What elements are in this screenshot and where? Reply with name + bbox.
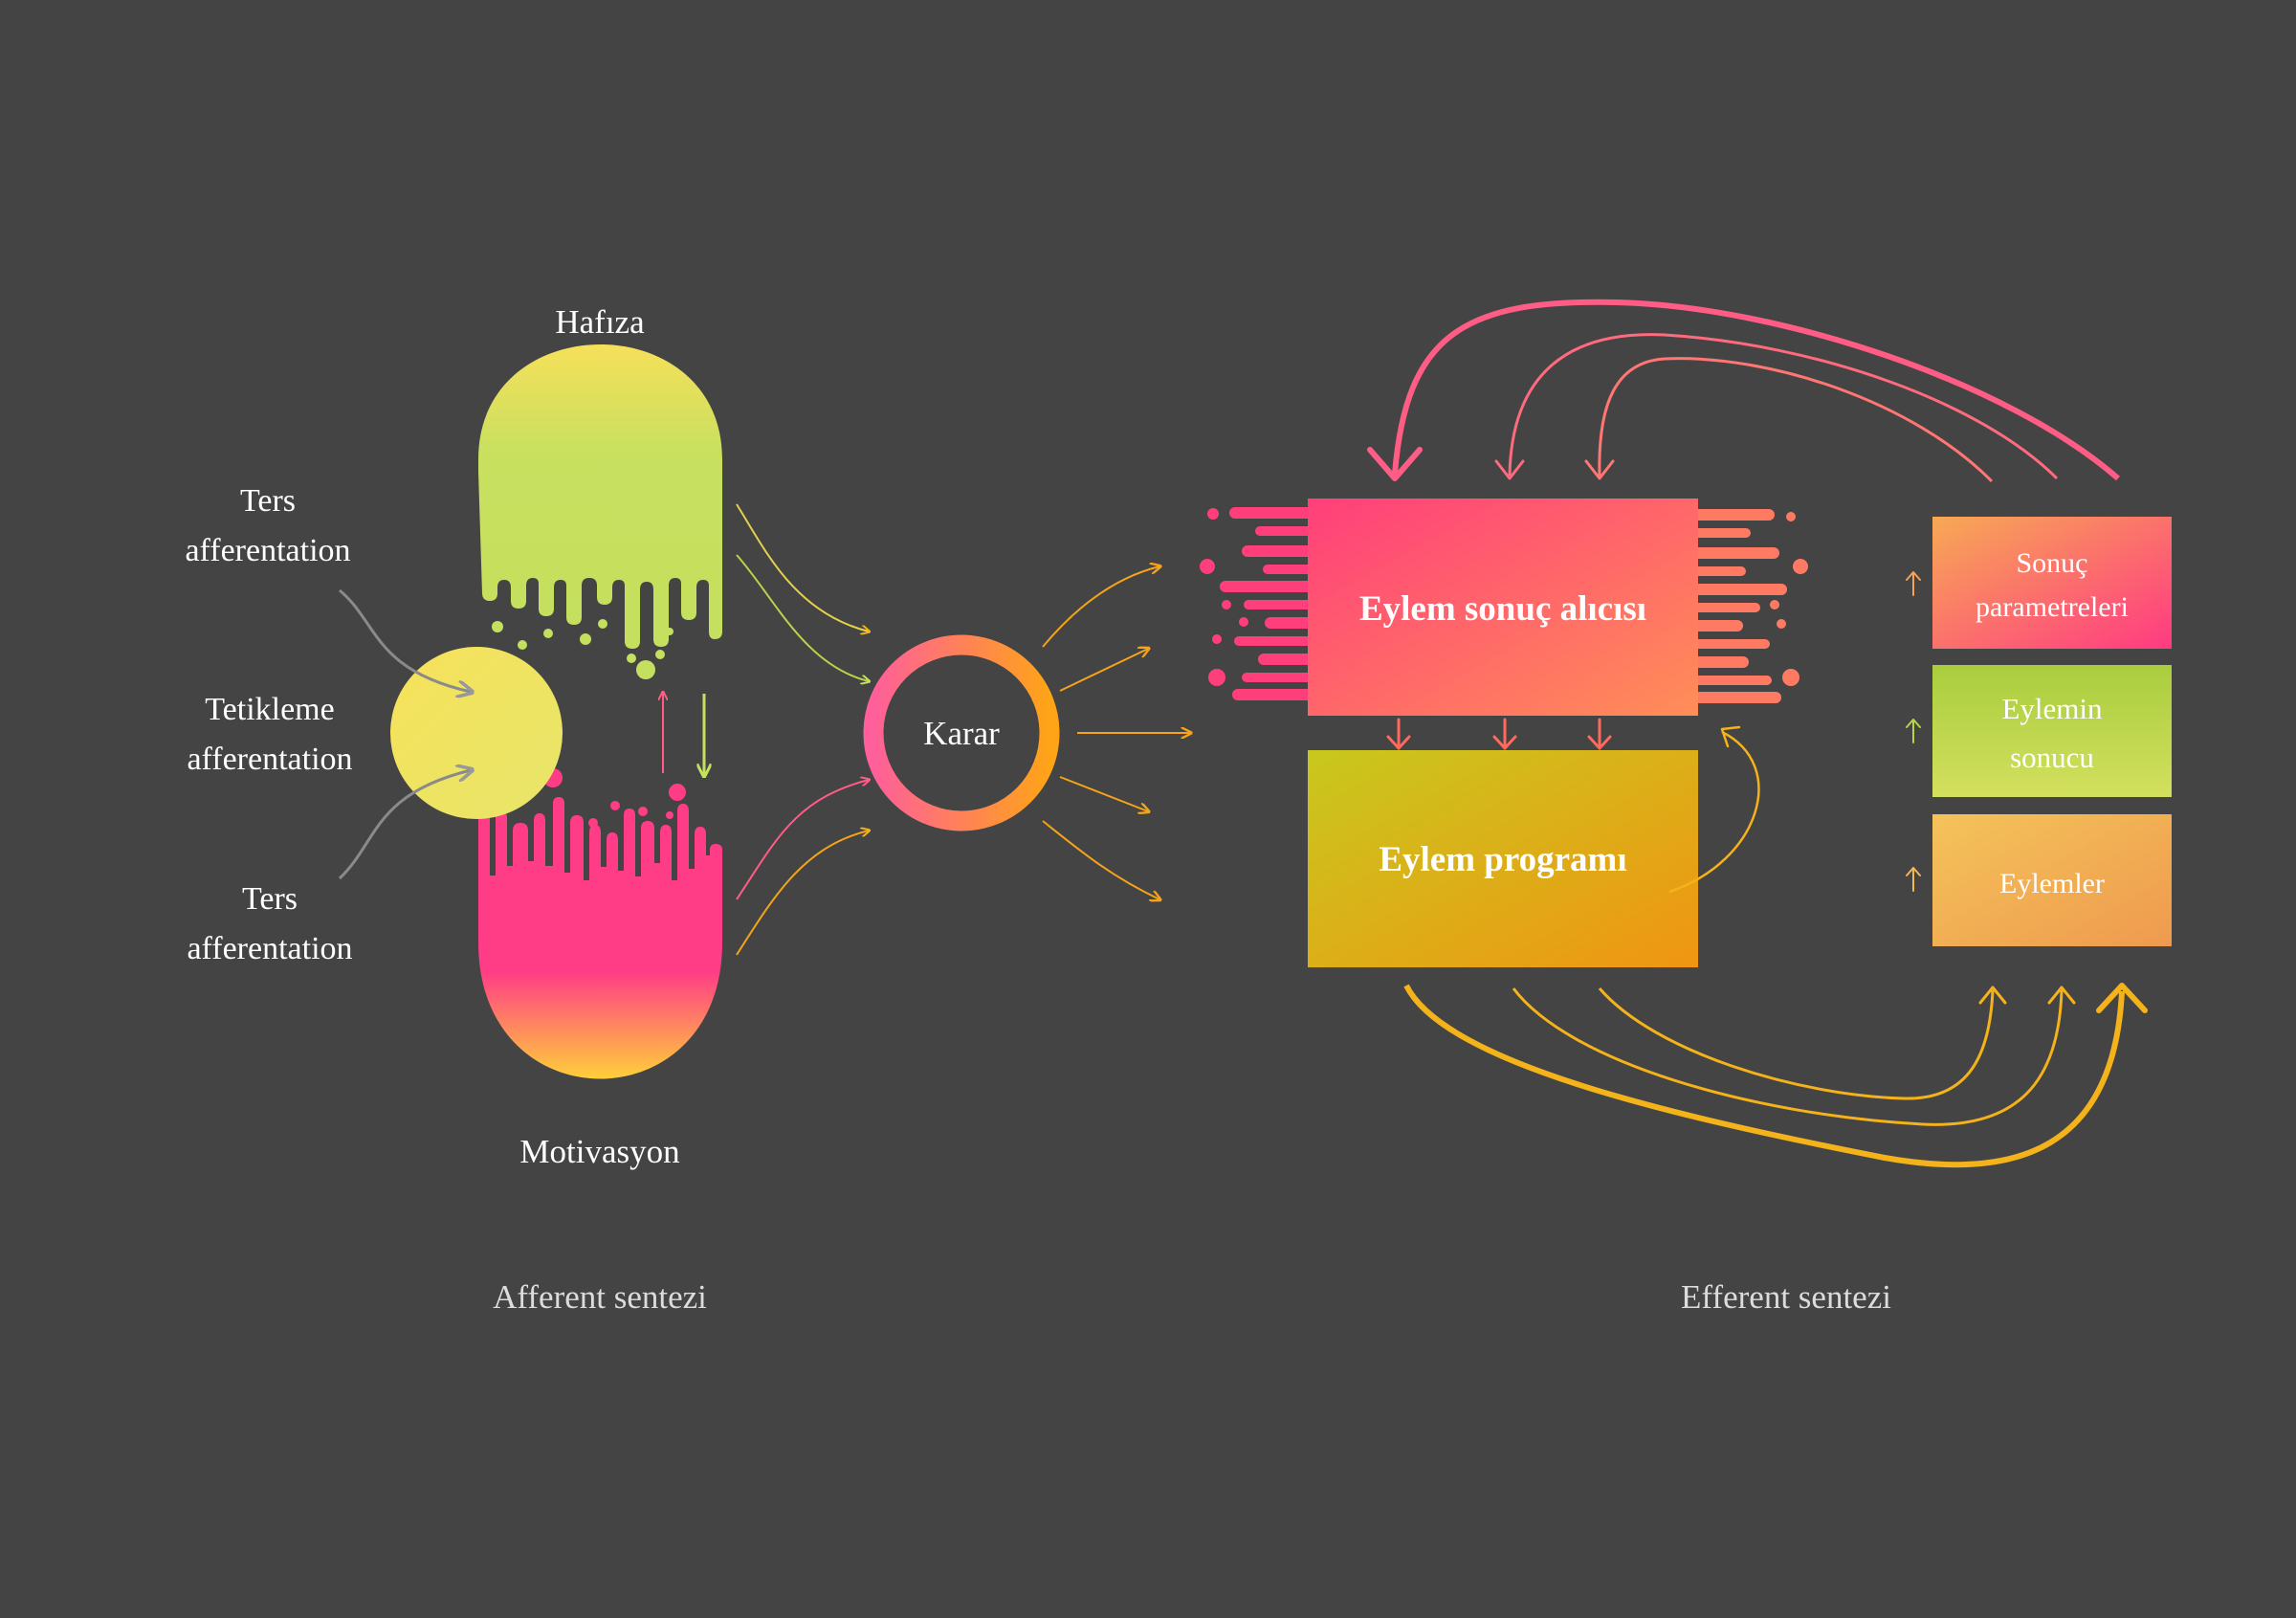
- motivation-to-decision-arrow-1: [736, 780, 869, 900]
- program-box: [1308, 750, 1698, 967]
- decision-output-arrows: [1042, 566, 1190, 899]
- reverse-afferent-bottom-label-1: Ters: [242, 881, 298, 917]
- arrowhead-actions-mid: [2047, 986, 2076, 1005]
- memory-to-decision-arrow-2: [736, 554, 869, 681]
- result-box: [1932, 665, 2172, 797]
- acceptor-splash: [1200, 507, 1808, 703]
- params-label-2: parametreleri: [1976, 591, 2129, 623]
- arrowhead-actions-outer: [2096, 983, 2148, 1013]
- program-to-actions-arc-inner: [1598, 987, 1995, 1100]
- afferent-section-label: Afferent sentezi: [493, 1278, 707, 1316]
- result-label-2: sonucu: [2010, 741, 2094, 774]
- memory-to-decision-arrow-1: [736, 503, 869, 632]
- motivation-to-decision-arrow-2: [736, 831, 869, 956]
- efferent-section-label: Efferent sentezi: [1681, 1278, 1891, 1316]
- arrowhead-actions-inner: [1978, 986, 2007, 1005]
- params-to-acceptor-arc-mid: [1508, 333, 2059, 480]
- arrowhead-acceptor-mid: [1494, 459, 1525, 480]
- program-to-acceptor-arc: [1668, 730, 1760, 894]
- actions-label: Eylemler: [1999, 868, 2105, 899]
- trigger-label-1: Tetikleme: [205, 692, 334, 727]
- acceptor-box: [1308, 499, 1698, 716]
- trigger-label-2: afferentation: [187, 742, 352, 777]
- arrowhead-acceptor-outer: [1367, 447, 1423, 481]
- memory-blob: [478, 344, 722, 679]
- decision-ring: [863, 634, 1060, 831]
- memory-label: Hafıza: [555, 303, 645, 341]
- acceptor-label: Eylem sonuç alıcısı: [1359, 589, 1646, 629]
- params-to-acceptor-arc-outer: [1392, 299, 2120, 481]
- motivation-blob: [478, 768, 722, 1079]
- result-label-1: Eylemin: [2001, 692, 2103, 725]
- reverse-afferent-top-label-2: afferentation: [185, 533, 350, 568]
- reverse-afferent-top-label-1: Ters: [240, 483, 296, 519]
- arrowhead-acceptor-inner: [1584, 459, 1615, 480]
- params-box: [1932, 517, 2172, 649]
- reverse-afferent-bottom-arrow: [338, 770, 471, 880]
- motivation-label: Motivasyon: [519, 1133, 679, 1170]
- params-label-1: Sonuç: [2017, 547, 2088, 579]
- program-label: Eylem programı: [1379, 840, 1626, 879]
- right-stack-arrows: [1906, 571, 1921, 892]
- trigger-circle: [390, 647, 563, 819]
- actions-box: [1932, 814, 2172, 946]
- acceptor-to-program-arrows: [1386, 718, 1612, 750]
- arrowhead-feedback: [1720, 725, 1741, 748]
- params-to-acceptor-arc-inner: [1598, 357, 1994, 483]
- reverse-afferent-bottom-label-2: afferentation: [187, 931, 352, 966]
- program-to-actions-arc-mid: [1512, 987, 2064, 1126]
- program-to-actions-arc-outer: [1403, 984, 2125, 1168]
- decision-label: Karar: [923, 715, 1000, 752]
- reverse-afferent-top-arrow: [339, 588, 471, 692]
